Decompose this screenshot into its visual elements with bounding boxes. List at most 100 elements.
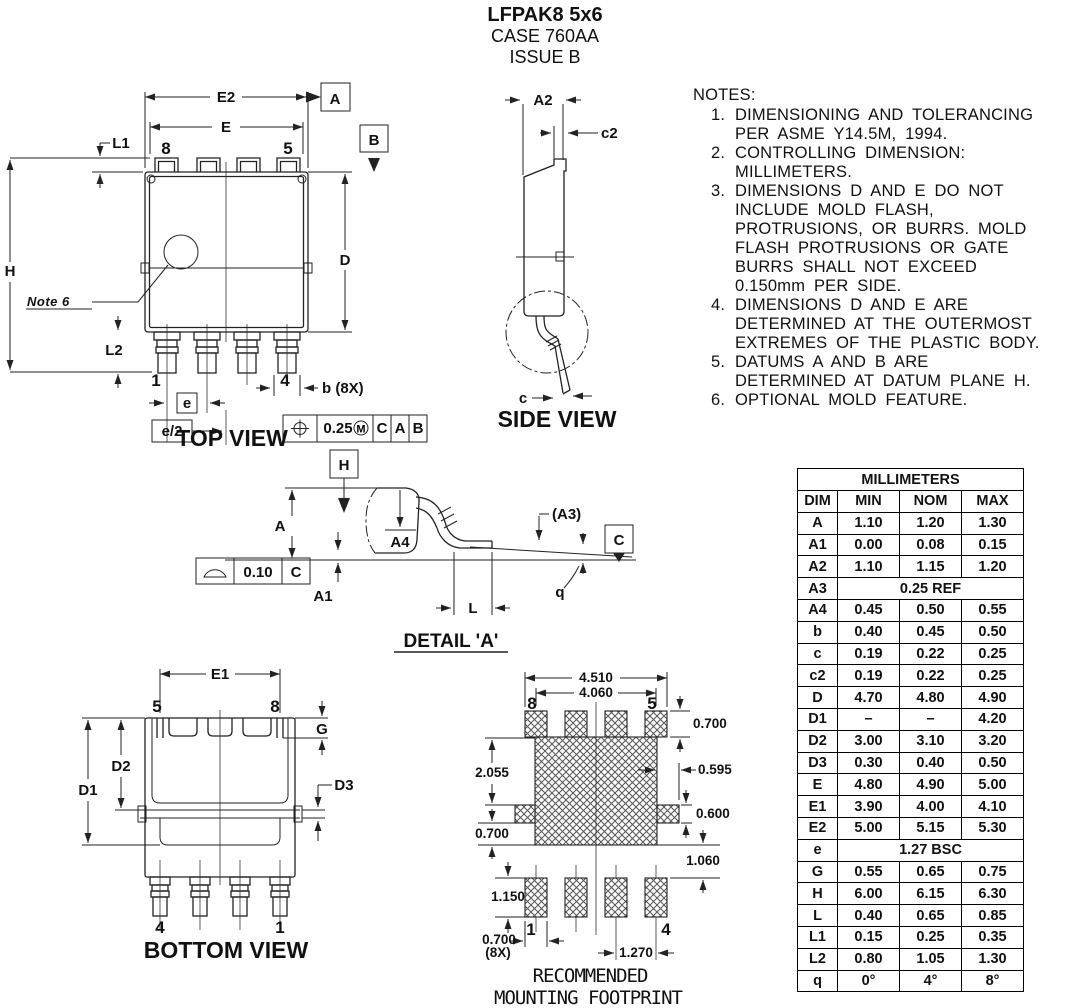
detail-a-dimensions: [195, 449, 634, 653]
pin-label-8: 8: [270, 697, 279, 716]
value-cell: 0.25: [961, 642, 1024, 666]
detail-a-title: DETAIL 'A': [404, 631, 499, 652]
bottom-view-dimensions: [82, 669, 332, 846]
value-cell: 4.80: [899, 686, 962, 709]
dim-label-g: G: [316, 721, 328, 738]
value-cell: 0°: [837, 969, 900, 993]
dim-label-d: D: [340, 252, 351, 269]
fp-pin-5: 5: [647, 694, 656, 713]
value-cell: 0.40: [837, 620, 900, 644]
case-number: CASE 760AA: [490, 26, 600, 46]
fp-dim-0700-8x: 0.700: [482, 932, 516, 947]
top-view-title: TOP VIEW: [176, 425, 288, 451]
fp-pin-4: 4: [661, 920, 671, 939]
value-cell: 8°: [961, 969, 1024, 993]
value-cell: 0.80: [837, 947, 900, 971]
detail-a-labels: H A 0.10 C A4 A1 (A3) C q L DETAIL 'A': [243, 457, 624, 652]
dim-label-half-pitch: e/2: [162, 423, 183, 440]
note-item-1: 1. DIMENSIONING AND TOLERANCING PER ASME …: [693, 106, 1078, 144]
value-cell: 0.15: [961, 533, 1024, 557]
value-cell: 6.00: [837, 882, 900, 906]
pin-label-1: 1: [151, 371, 160, 390]
table-title: MILLIMETERS: [797, 468, 1024, 491]
dim-cell: D3: [797, 751, 838, 775]
footprint-labels: 4.510 4.060 8 5 0.700 2.055 0.595 0.600 …: [475, 670, 732, 1008]
fp-dim-0600: 0.600: [696, 806, 730, 821]
dim-cell: A2: [797, 555, 838, 579]
value-cell: 5.15: [899, 816, 962, 840]
value-cell: 6.30: [961, 882, 1024, 906]
value-cell: 4.00: [899, 795, 962, 818]
value-cell: 0.40: [837, 904, 900, 927]
value-cell: 0.50: [961, 620, 1024, 644]
side-view-drawing: A2 c2 c SIDE VIEW: [498, 92, 618, 432]
note-number: 2.: [711, 144, 726, 162]
bottom-view-title: BOTTOM VIEW: [144, 937, 309, 963]
dim-cell: E: [797, 773, 838, 797]
dim-label-d1: D1: [78, 782, 97, 799]
fcf-datum-c: C: [377, 420, 388, 437]
dim-label-a: A: [275, 518, 286, 535]
position-symbol-icon: [291, 419, 309, 438]
note-text: CONTROLLING DIMENSION: MILLIMETERS.: [735, 144, 966, 181]
dim-cell: E1: [797, 795, 838, 818]
side-view-body-linework: [505, 158, 589, 395]
fp-dim-1060: 1.060: [686, 853, 720, 868]
value-cell: 4.10: [961, 795, 1024, 818]
dim-cell: H: [797, 882, 838, 906]
notes-list: 1. DIMENSIONING AND TOLERANCING PER ASME …: [693, 106, 1078, 410]
value-cell: 0.85: [961, 904, 1024, 927]
value-cell: 0.45: [899, 620, 962, 644]
issue-revision: ISSUE B: [509, 47, 581, 67]
dim-cell: b: [797, 620, 838, 644]
dim-cell: q: [797, 969, 838, 993]
pin-label-5: 5: [283, 139, 292, 158]
value-cell: 0.22: [899, 642, 962, 666]
fp-dim-0700-left: 0.700: [475, 826, 509, 841]
note6-label: Note 6: [27, 294, 70, 309]
value-cell: 4.80: [837, 773, 900, 797]
value-cell: –: [837, 707, 900, 731]
note-text: DATUMS A AND B ARE DETERMINED AT DATUM P…: [735, 353, 1031, 390]
note-number: 6.: [711, 391, 726, 409]
value-cell: 4°: [899, 969, 962, 993]
page-title: LFPAK8 5x6: [487, 4, 603, 26]
note-number: 1.: [711, 106, 726, 124]
note-item-3: 3.DIMENSIONS D AND E DO NOT INCLUDE MOLD…: [693, 182, 1078, 296]
value-cell: 1.20: [899, 511, 962, 535]
value-cell: 0.40: [899, 751, 962, 775]
value-cell: 0.00: [837, 533, 900, 557]
note-text: DIMENSIONING AND TOLERANCING PER ASME Y1…: [735, 106, 1034, 143]
dim-label-e1: E1: [211, 666, 229, 683]
value-cell: 0.45: [837, 598, 900, 622]
fcf-tolerance: 0.25: [323, 420, 352, 437]
pin-label-4: 4: [280, 371, 290, 390]
dim-cell: L1: [797, 925, 838, 949]
value-cell: 1.05: [899, 947, 962, 971]
fp-dim-0700-top: 0.700: [693, 716, 727, 731]
dim-label-pitch: e: [183, 395, 191, 412]
bottom-view-body-linework: [137, 710, 303, 885]
top-view-drawing: E2 E L1 H L2 D 8 5 1 4 e e/2 b (8X) Note…: [5, 82, 428, 451]
dim-label-c: c: [519, 390, 527, 407]
top-view-body-linework: [140, 157, 313, 342]
dim-label-a2: A2: [533, 92, 552, 109]
dim-label-l1: L1: [112, 135, 130, 152]
notes-section: NOTES: 1.DIMENSIONING AND TOLERANCING PE…: [693, 86, 1078, 410]
dim-cell: A4: [797, 598, 838, 622]
dim-cell: A1: [797, 533, 838, 557]
top-view-leads-linework: [153, 324, 301, 385]
fcf-datum-a: A: [395, 420, 406, 437]
value-cell-span: 0.25 REF: [837, 577, 1024, 600]
value-cell: 3.20: [961, 729, 1024, 753]
pin-label-8: 8: [161, 139, 170, 158]
